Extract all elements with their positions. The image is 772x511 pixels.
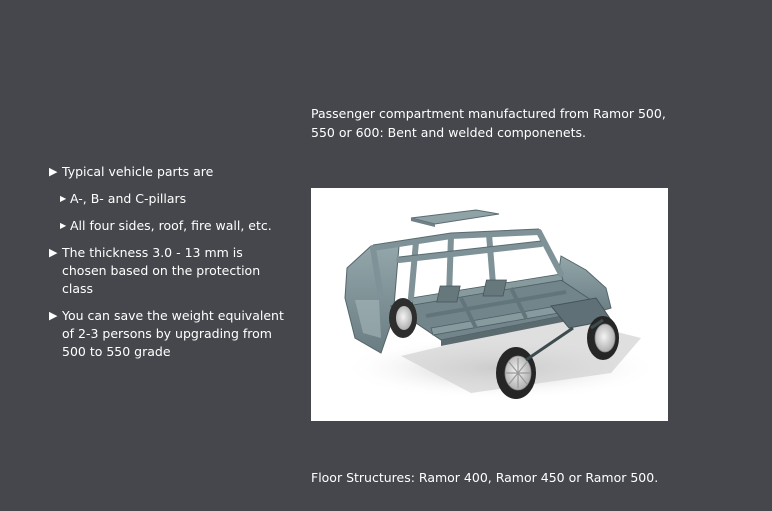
bullet-item: ▶ You can save the weight equivalent of … bbox=[49, 307, 289, 361]
sub-bullet-item: ▶ A-, B- and C-pillars bbox=[60, 190, 289, 208]
bullet-text: All four sides, roof, fire wall, etc. bbox=[70, 218, 272, 233]
sub-bullet-item: ▶ All four sides, roof, fire wall, etc. bbox=[60, 217, 289, 235]
bullet-item: ▶ Typical vehicle parts are bbox=[49, 163, 289, 181]
bullet-item: ▶ The thickness 3.0 - 13 mm is chosen ba… bbox=[49, 244, 289, 298]
car-frame-drawing bbox=[341, 209, 661, 400]
triangle-bullet-icon: ▶ bbox=[49, 165, 58, 178]
car-body-illustration bbox=[311, 188, 668, 421]
small-triangle-bullet-icon: ▶ bbox=[60, 221, 67, 230]
small-triangle-bullet-icon: ▶ bbox=[60, 194, 67, 203]
bullet-list: ▶ Typical vehicle parts are ▶ A-, B- and… bbox=[49, 163, 289, 370]
caption-bottom: Floor Structures: Ramor 400, Ramor 450 o… bbox=[311, 470, 659, 485]
triangle-bullet-icon: ▶ bbox=[49, 246, 58, 259]
bullet-text: The thickness 3.0 - 13 mm is chosen base… bbox=[62, 245, 261, 296]
bullet-text: Typical vehicle parts are bbox=[62, 164, 214, 179]
triangle-bullet-icon: ▶ bbox=[49, 309, 58, 322]
bullet-text: A-, B- and C-pillars bbox=[70, 191, 187, 206]
bullet-text: You can save the weight equivalent of 2-… bbox=[62, 308, 284, 359]
caption-top: Passenger compartment manufactured from … bbox=[311, 106, 666, 140]
